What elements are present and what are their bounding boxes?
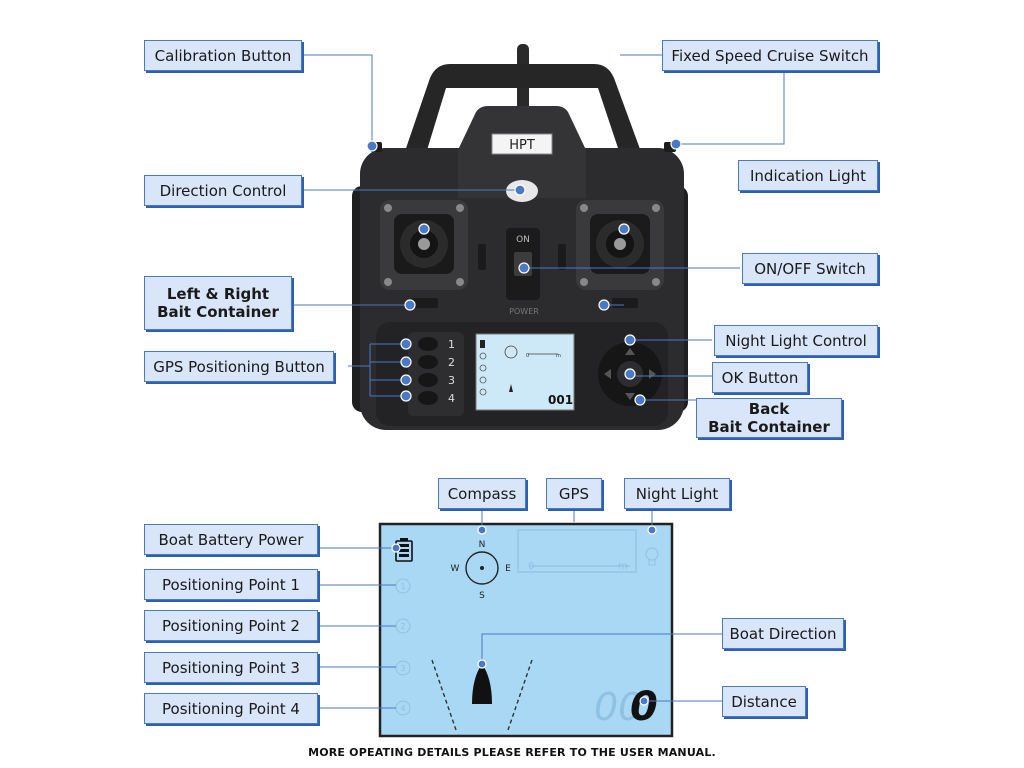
keypad-number: 1 [448,338,455,351]
distance-value: 0 [630,684,658,730]
gps-readout: 0 m [517,529,637,573]
point-number: 1 [400,582,405,591]
indication-light-label: Indication Light [738,160,878,191]
compass-label: Compass [438,478,526,509]
boat-icon [472,664,492,704]
gps-label: GPS [546,478,602,509]
left-right-bait-line1: Left & Right [166,285,270,303]
distance-label: Distance [722,686,806,717]
brand-label [491,133,553,155]
mini-lcd: 0 m 001 [475,333,575,411]
mini-distance: 001 [548,393,573,407]
gps-button-3[interactable] [418,373,438,387]
ok-button-label: OK Button [712,362,808,393]
carry-handle [402,64,644,160]
left-right-bait-container-label: Left & Right Bait Container [144,276,292,330]
remote-marker-dots [366,138,682,406]
gps-scale-zero: 0 [528,561,534,572]
brand-text: HPT [509,138,535,153]
positioning-point-3-label: Positioning Point 3 [144,652,318,683]
positioning-point-1-label: Positioning Point 1 [144,569,318,600]
footer-note: MORE OPEATING DETAILS PLEASE REFER TO TH… [308,746,716,759]
gps-keypad: 1 2 3 4 [408,332,464,416]
compass-s: S [479,591,485,601]
point-number: 2 [400,622,405,631]
calibration-button-label: Calibration Button [144,40,302,71]
positioning-point-2-label: Positioning Point 2 [144,610,318,641]
lcd-screen: 1 2 3 4 N S E W 0 m [378,522,674,738]
lcd-marker-dots [391,525,657,706]
gps-button-2[interactable] [418,355,438,369]
compass-e: E [505,564,511,574]
remote-controller: HPT [352,44,688,430]
gps-button-1[interactable] [418,337,438,351]
gps-scale-unit: m [618,561,628,572]
right-joystick[interactable] [576,200,664,290]
back-bait-line1: Back [748,400,790,418]
positioning-point-4-label: Positioning Point 4 [144,693,318,724]
remote-leader-lines [294,54,785,401]
direction-control-label: Direction Control [144,175,302,206]
boat-battery-power-label: Boat Battery Power [144,524,318,555]
keypad-number: 4 [448,392,455,405]
night-light-label: Night Light [624,478,730,509]
fixed-speed-cruise-switch-label: Fixed Speed Cruise Switch [662,40,878,71]
on-off-switch-label: ON/OFF Switch [742,253,878,284]
point-number: 3 [400,664,405,673]
compass-widget: N S E W [451,540,512,601]
distance-ghost-digits: 00 [594,685,642,729]
back-bait-container-label: Back Bait Container [696,398,842,438]
boat-direction-label: Boat Direction [722,618,844,649]
left-bait-switch[interactable] [412,298,438,308]
compass-n: N [479,540,486,550]
night-light-control-label: Night Light Control [714,325,878,356]
left-right-bait-line2: Bait Container [157,303,279,321]
keypad-number: 2 [448,356,455,369]
power-label: POWER [509,307,539,316]
night-light-icon [645,547,659,566]
mini-scale-unit: m [556,353,561,359]
left-joystick[interactable] [380,200,468,290]
keypad-number: 3 [448,374,455,387]
gps-positioning-button-label: GPS Positioning Button [144,351,334,382]
mini-scale-zero: 0 [526,353,529,359]
gps-button-4[interactable] [418,391,438,405]
switch-on-label: ON [516,235,530,245]
compass-w: W [451,564,460,574]
point-number: 4 [400,704,405,713]
right-bait-switch[interactable] [612,298,638,308]
back-bait-line2: Bait Container [708,418,830,436]
